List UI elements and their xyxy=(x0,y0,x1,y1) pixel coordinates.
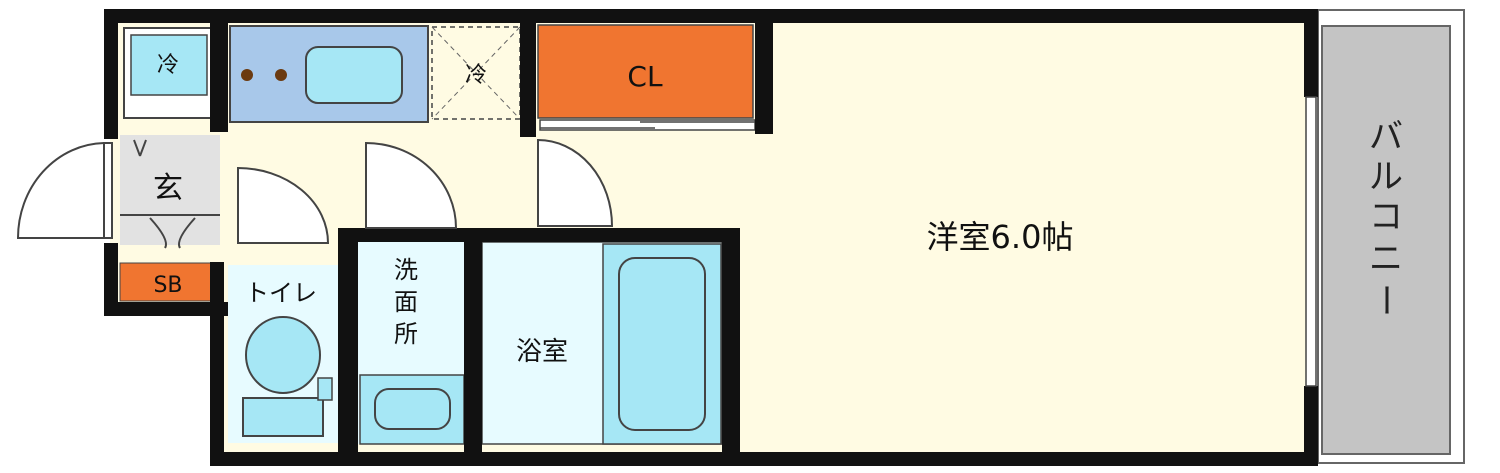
balcony-label-1: バ xyxy=(1369,117,1403,157)
washroom-label-3: 所 xyxy=(394,320,418,348)
bathroom-label: 浴室 xyxy=(516,337,568,367)
balcony-label-4: ニ xyxy=(1369,239,1403,279)
balcony-label-2: ル xyxy=(1369,157,1403,197)
window-frame xyxy=(1305,96,1317,387)
balcony-label-5: ー xyxy=(1365,283,1405,317)
western-room-label: 洋室6.0帖 xyxy=(927,218,1074,256)
fridge-label: 冷 xyxy=(157,53,179,78)
stove-burner-icon xyxy=(241,69,253,81)
shoe-box xyxy=(119,262,216,302)
door-swing-icon xyxy=(16,138,614,244)
stove-burner-icon xyxy=(275,69,287,81)
bathtub-icon xyxy=(618,257,706,431)
closet xyxy=(537,24,754,119)
entrance-label: 玄 xyxy=(153,171,183,206)
entrance-floor xyxy=(120,135,220,245)
fridge-space-label: 冷 xyxy=(465,63,487,88)
toilet-icon xyxy=(242,316,333,437)
washbasin-icon xyxy=(374,388,451,430)
shoe-box-label: SB xyxy=(153,273,182,298)
closet-label: CL xyxy=(627,60,663,93)
toilet-label: トイレ xyxy=(245,279,317,307)
washroom-label-2: 面 xyxy=(394,288,418,316)
sink-icon xyxy=(305,46,403,104)
fridge-inner xyxy=(130,34,208,96)
walls xyxy=(104,9,1318,466)
washroom-label-1: 洗 xyxy=(394,256,418,284)
balcony-label-3: コ xyxy=(1369,197,1403,237)
balcony-floor xyxy=(1321,25,1451,455)
